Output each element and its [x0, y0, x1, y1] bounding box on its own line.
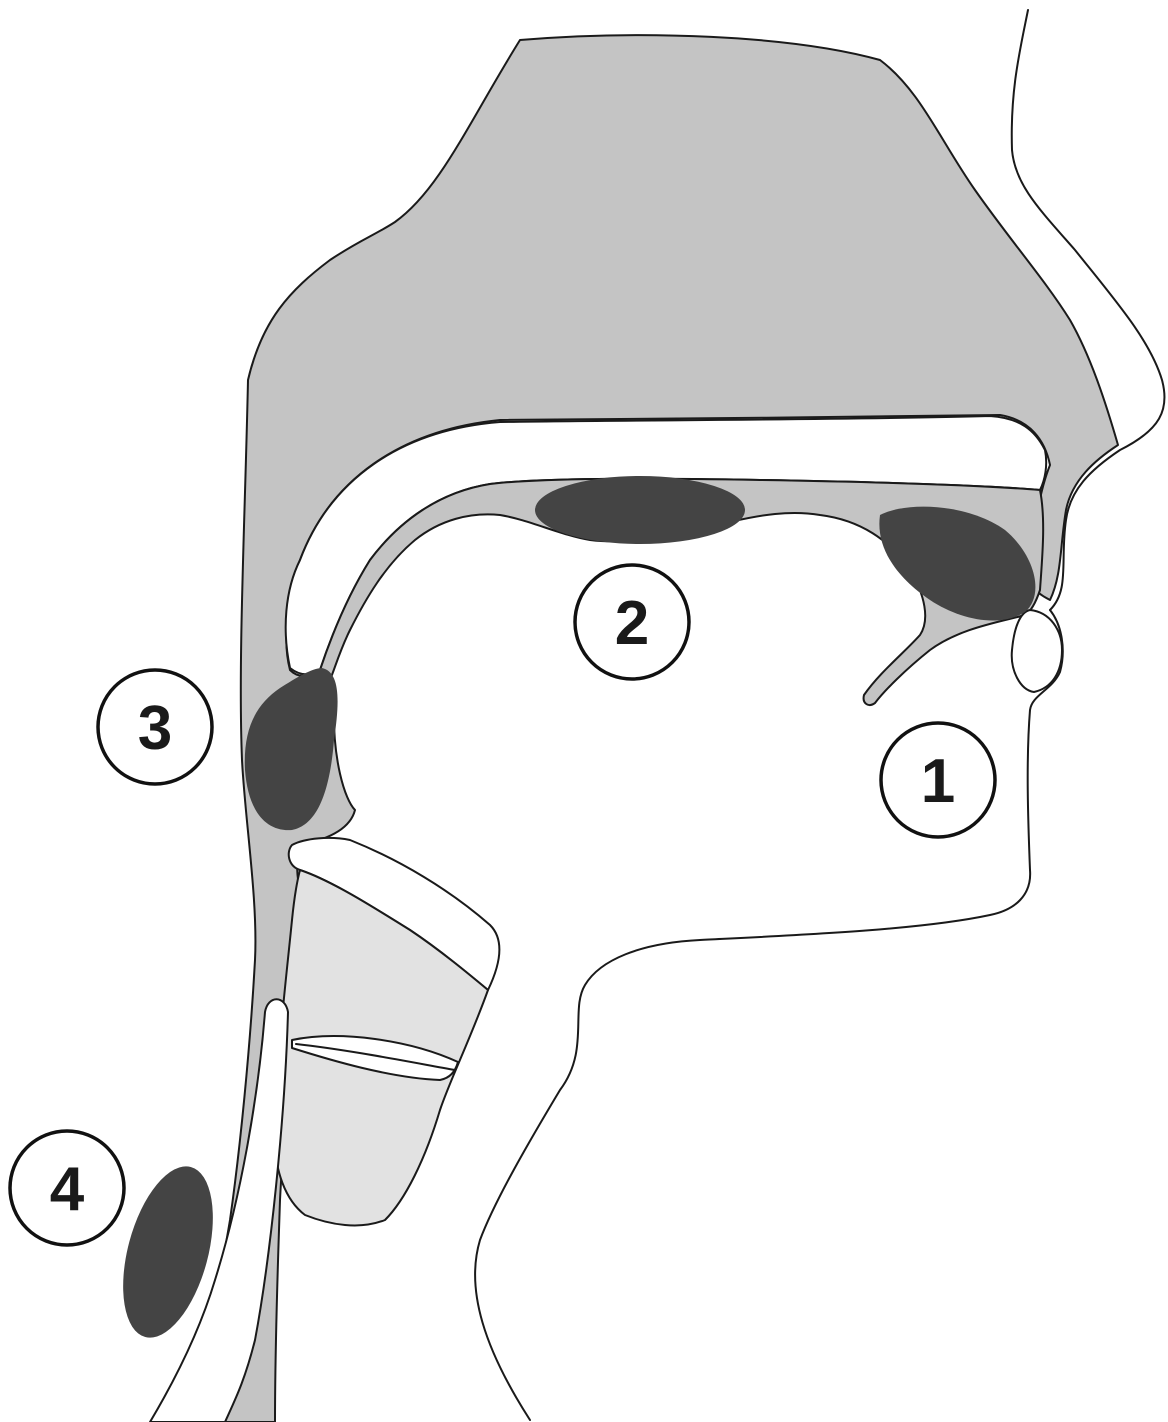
marker-3: 3: [98, 670, 212, 784]
marker-1-label: 1: [921, 747, 955, 816]
marker-2-label: 2: [615, 589, 649, 658]
lip: [1012, 610, 1062, 692]
marker-3-label: 3: [138, 694, 172, 763]
marker-2: 2: [575, 565, 689, 679]
lesion-palate-center: [535, 476, 745, 544]
marker-4: 4: [10, 1131, 124, 1245]
marker-1: 1: [881, 723, 995, 837]
chin-neck-profile-line: [475, 610, 1063, 1420]
marker-4-label: 4: [50, 1155, 85, 1224]
